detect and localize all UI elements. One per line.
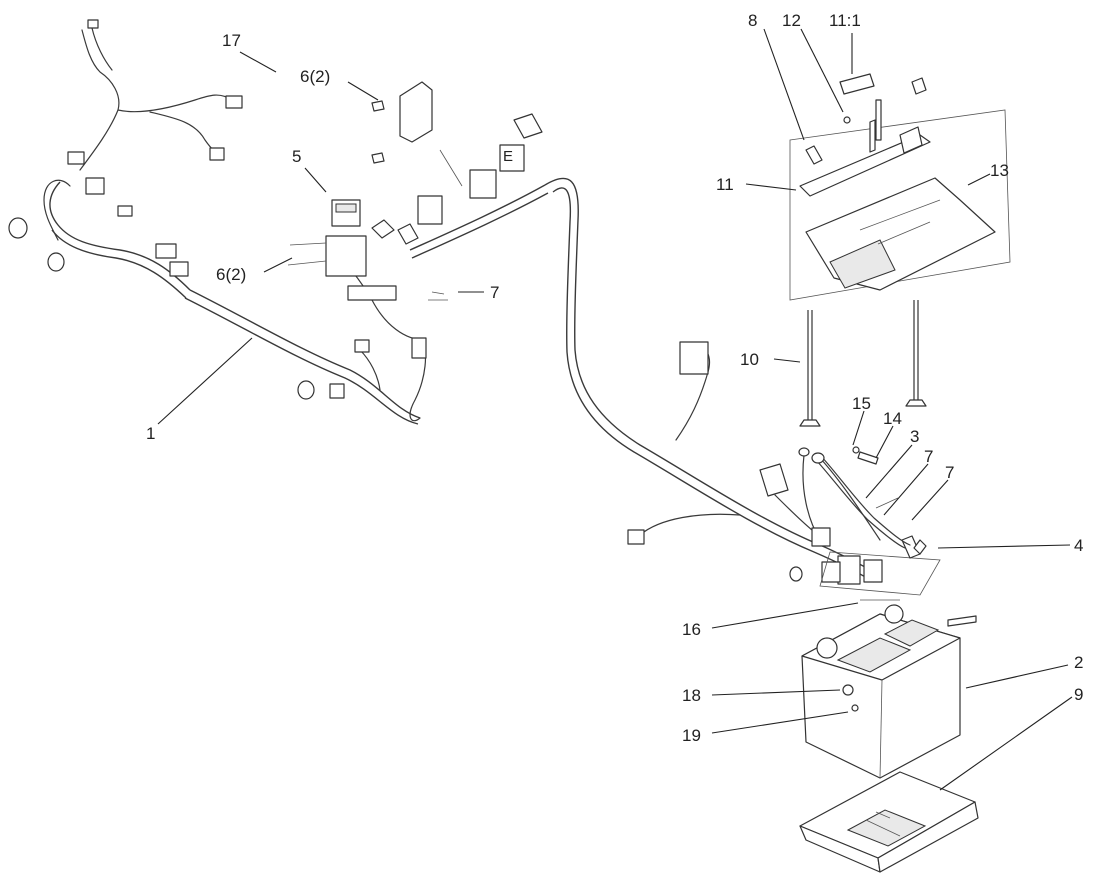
nut xyxy=(852,446,860,454)
mount-bracket xyxy=(399,81,433,143)
callouts: 1 17 6(2) 5 6(2) 7 8 12 11:1 11 13 10 15… xyxy=(146,11,1083,745)
bracket-plate xyxy=(347,285,397,301)
connector xyxy=(169,261,189,277)
connector xyxy=(469,169,497,199)
connector xyxy=(627,529,645,545)
callout-7-right-a: 7 xyxy=(924,447,933,466)
connector xyxy=(411,337,427,359)
connector xyxy=(759,463,789,497)
wire-harness-left xyxy=(8,19,427,425)
battery-terminal xyxy=(816,637,838,659)
cable-tie xyxy=(913,539,927,555)
callout-14: 14 xyxy=(883,409,902,428)
callout-15: 15 xyxy=(852,394,871,413)
callout-3: 3 xyxy=(910,427,919,446)
connector xyxy=(85,177,105,195)
rod-hook xyxy=(799,419,821,427)
relay-assembly: E xyxy=(287,81,549,301)
connector xyxy=(397,223,419,245)
battery xyxy=(801,599,977,779)
terminal xyxy=(789,566,803,582)
grommet xyxy=(8,217,28,239)
connector xyxy=(679,341,709,375)
bolt xyxy=(857,451,879,465)
connector xyxy=(499,144,525,172)
nut xyxy=(842,684,854,696)
callout-10: 10 xyxy=(740,350,759,369)
connector xyxy=(354,339,370,353)
callout-6-upper: 6(2) xyxy=(300,67,330,86)
callout-1: 1 xyxy=(146,424,155,443)
terminal xyxy=(798,447,810,457)
leader-lines xyxy=(157,28,1073,791)
callout-8: 8 xyxy=(748,11,757,30)
connector xyxy=(67,151,85,165)
callout-18: 18 xyxy=(682,686,701,705)
grommet xyxy=(297,380,315,400)
connector xyxy=(329,383,345,399)
clip xyxy=(899,126,923,154)
connector xyxy=(225,95,243,109)
callout-7-right-b: 7 xyxy=(945,463,954,482)
clip xyxy=(911,77,927,95)
connector xyxy=(811,527,831,547)
callout-7-center: 7 xyxy=(490,283,499,302)
connector xyxy=(209,147,225,161)
battery-cover xyxy=(805,177,996,291)
connector xyxy=(821,561,841,583)
bolt xyxy=(371,152,385,164)
decal xyxy=(839,73,875,95)
grommet xyxy=(47,252,65,272)
connector-label-e: E xyxy=(503,148,513,165)
callout-11-1: 11:1 xyxy=(829,11,861,30)
connector xyxy=(837,555,861,585)
connector xyxy=(417,195,443,225)
connector xyxy=(513,113,543,139)
callout-19: 19 xyxy=(682,726,701,745)
clip xyxy=(805,145,823,165)
bolt xyxy=(371,100,385,112)
washer xyxy=(843,116,851,124)
connector xyxy=(117,205,133,217)
callout-4: 4 xyxy=(1074,536,1083,555)
connector xyxy=(863,559,883,583)
callout-13: 13 xyxy=(990,161,1009,180)
rod-hook xyxy=(905,399,927,407)
bolt xyxy=(947,615,977,627)
bolt xyxy=(875,99,882,141)
terminal xyxy=(811,452,825,464)
callout-12: 12 xyxy=(782,11,801,30)
battery-terminal xyxy=(884,604,904,624)
connector xyxy=(371,219,395,239)
connector xyxy=(155,243,177,259)
connector xyxy=(87,19,99,29)
callout-5: 5 xyxy=(292,147,301,166)
callout-17: 17 xyxy=(222,31,241,50)
callout-2: 2 xyxy=(1074,653,1083,672)
relay-bracket xyxy=(325,235,367,277)
battery-hold-down-assembly xyxy=(789,73,1011,427)
hold-down-strap xyxy=(799,134,931,197)
callout-16: 16 xyxy=(682,620,701,639)
callout-11: 11 xyxy=(716,175,734,194)
bolt xyxy=(869,119,876,153)
battery-tray xyxy=(799,771,979,873)
callout-9: 9 xyxy=(1074,685,1083,704)
nut xyxy=(851,704,859,712)
callout-6-lower: 6(2) xyxy=(216,265,246,284)
wire-harness-main xyxy=(431,177,941,596)
